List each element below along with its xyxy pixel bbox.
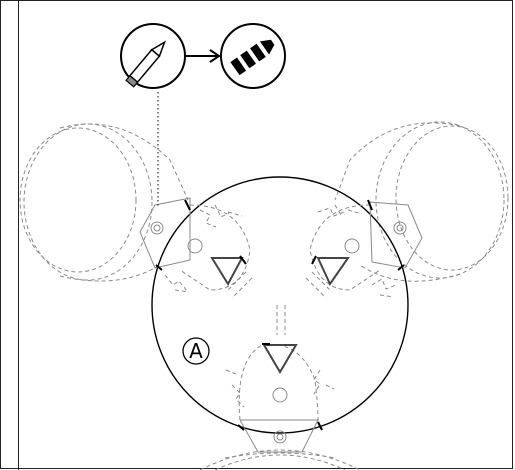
triangle-marker-bottom — [262, 343, 298, 374]
left-ring-outline — [19, 123, 189, 282]
pencil-icon — [120, 23, 186, 89]
callout-a: A — [182, 337, 210, 365]
triangle-marker-right — [311, 255, 350, 287]
main-plate-circle — [151, 176, 409, 434]
contact-ticks — [155, 199, 405, 431]
right-ring-outline — [334, 121, 509, 282]
right-bracket — [309, 201, 423, 298]
marker-stripes-icon — [220, 23, 286, 89]
triangle-marker-left — [210, 255, 247, 287]
dashed-pegs — [225, 271, 333, 335]
arrow-right-icon — [186, 49, 221, 63]
bottom-bracket — [225, 343, 335, 453]
bottom-ring-outline — [199, 449, 361, 470]
callout-label: A — [189, 339, 203, 363]
left-bracket — [139, 197, 251, 293]
